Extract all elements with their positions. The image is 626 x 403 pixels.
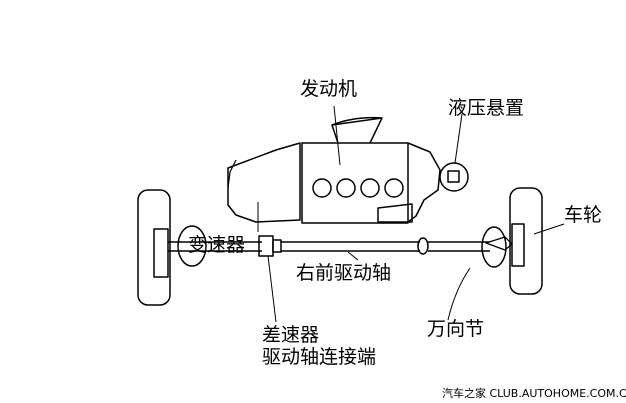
engine-label: 发动机 [300, 78, 358, 100]
right-wheel [509, 187, 543, 295]
differential-block [258, 235, 282, 257]
wheel-label: 车轮 [564, 204, 603, 226]
left-wheel [137, 189, 171, 306]
differential-label: 差速器 [262, 324, 320, 346]
watermark: 汽车之家 CLUB.AUTOHOME.COM.CN [442, 387, 626, 400]
leader-lines [257, 105, 565, 323]
right-driveshaft-label: 右前驱动轴 [296, 262, 392, 284]
hydraulic-mount [439, 162, 469, 192]
driveshaft-connection-label: 驱动轴连接端 [262, 346, 377, 368]
right-driveshaft [281, 237, 490, 255]
transmission-label: 变速器 [188, 234, 246, 256]
hydraulic-mount-label: 液压悬置 [448, 97, 525, 119]
right-cv-joint [481, 226, 507, 268]
left-axle [168, 241, 262, 252]
cv-joint-label: 万向节 [427, 318, 485, 340]
engine-block [301, 116, 441, 224]
transmission-housing [227, 142, 301, 223]
left-cv-joint [177, 225, 207, 267]
